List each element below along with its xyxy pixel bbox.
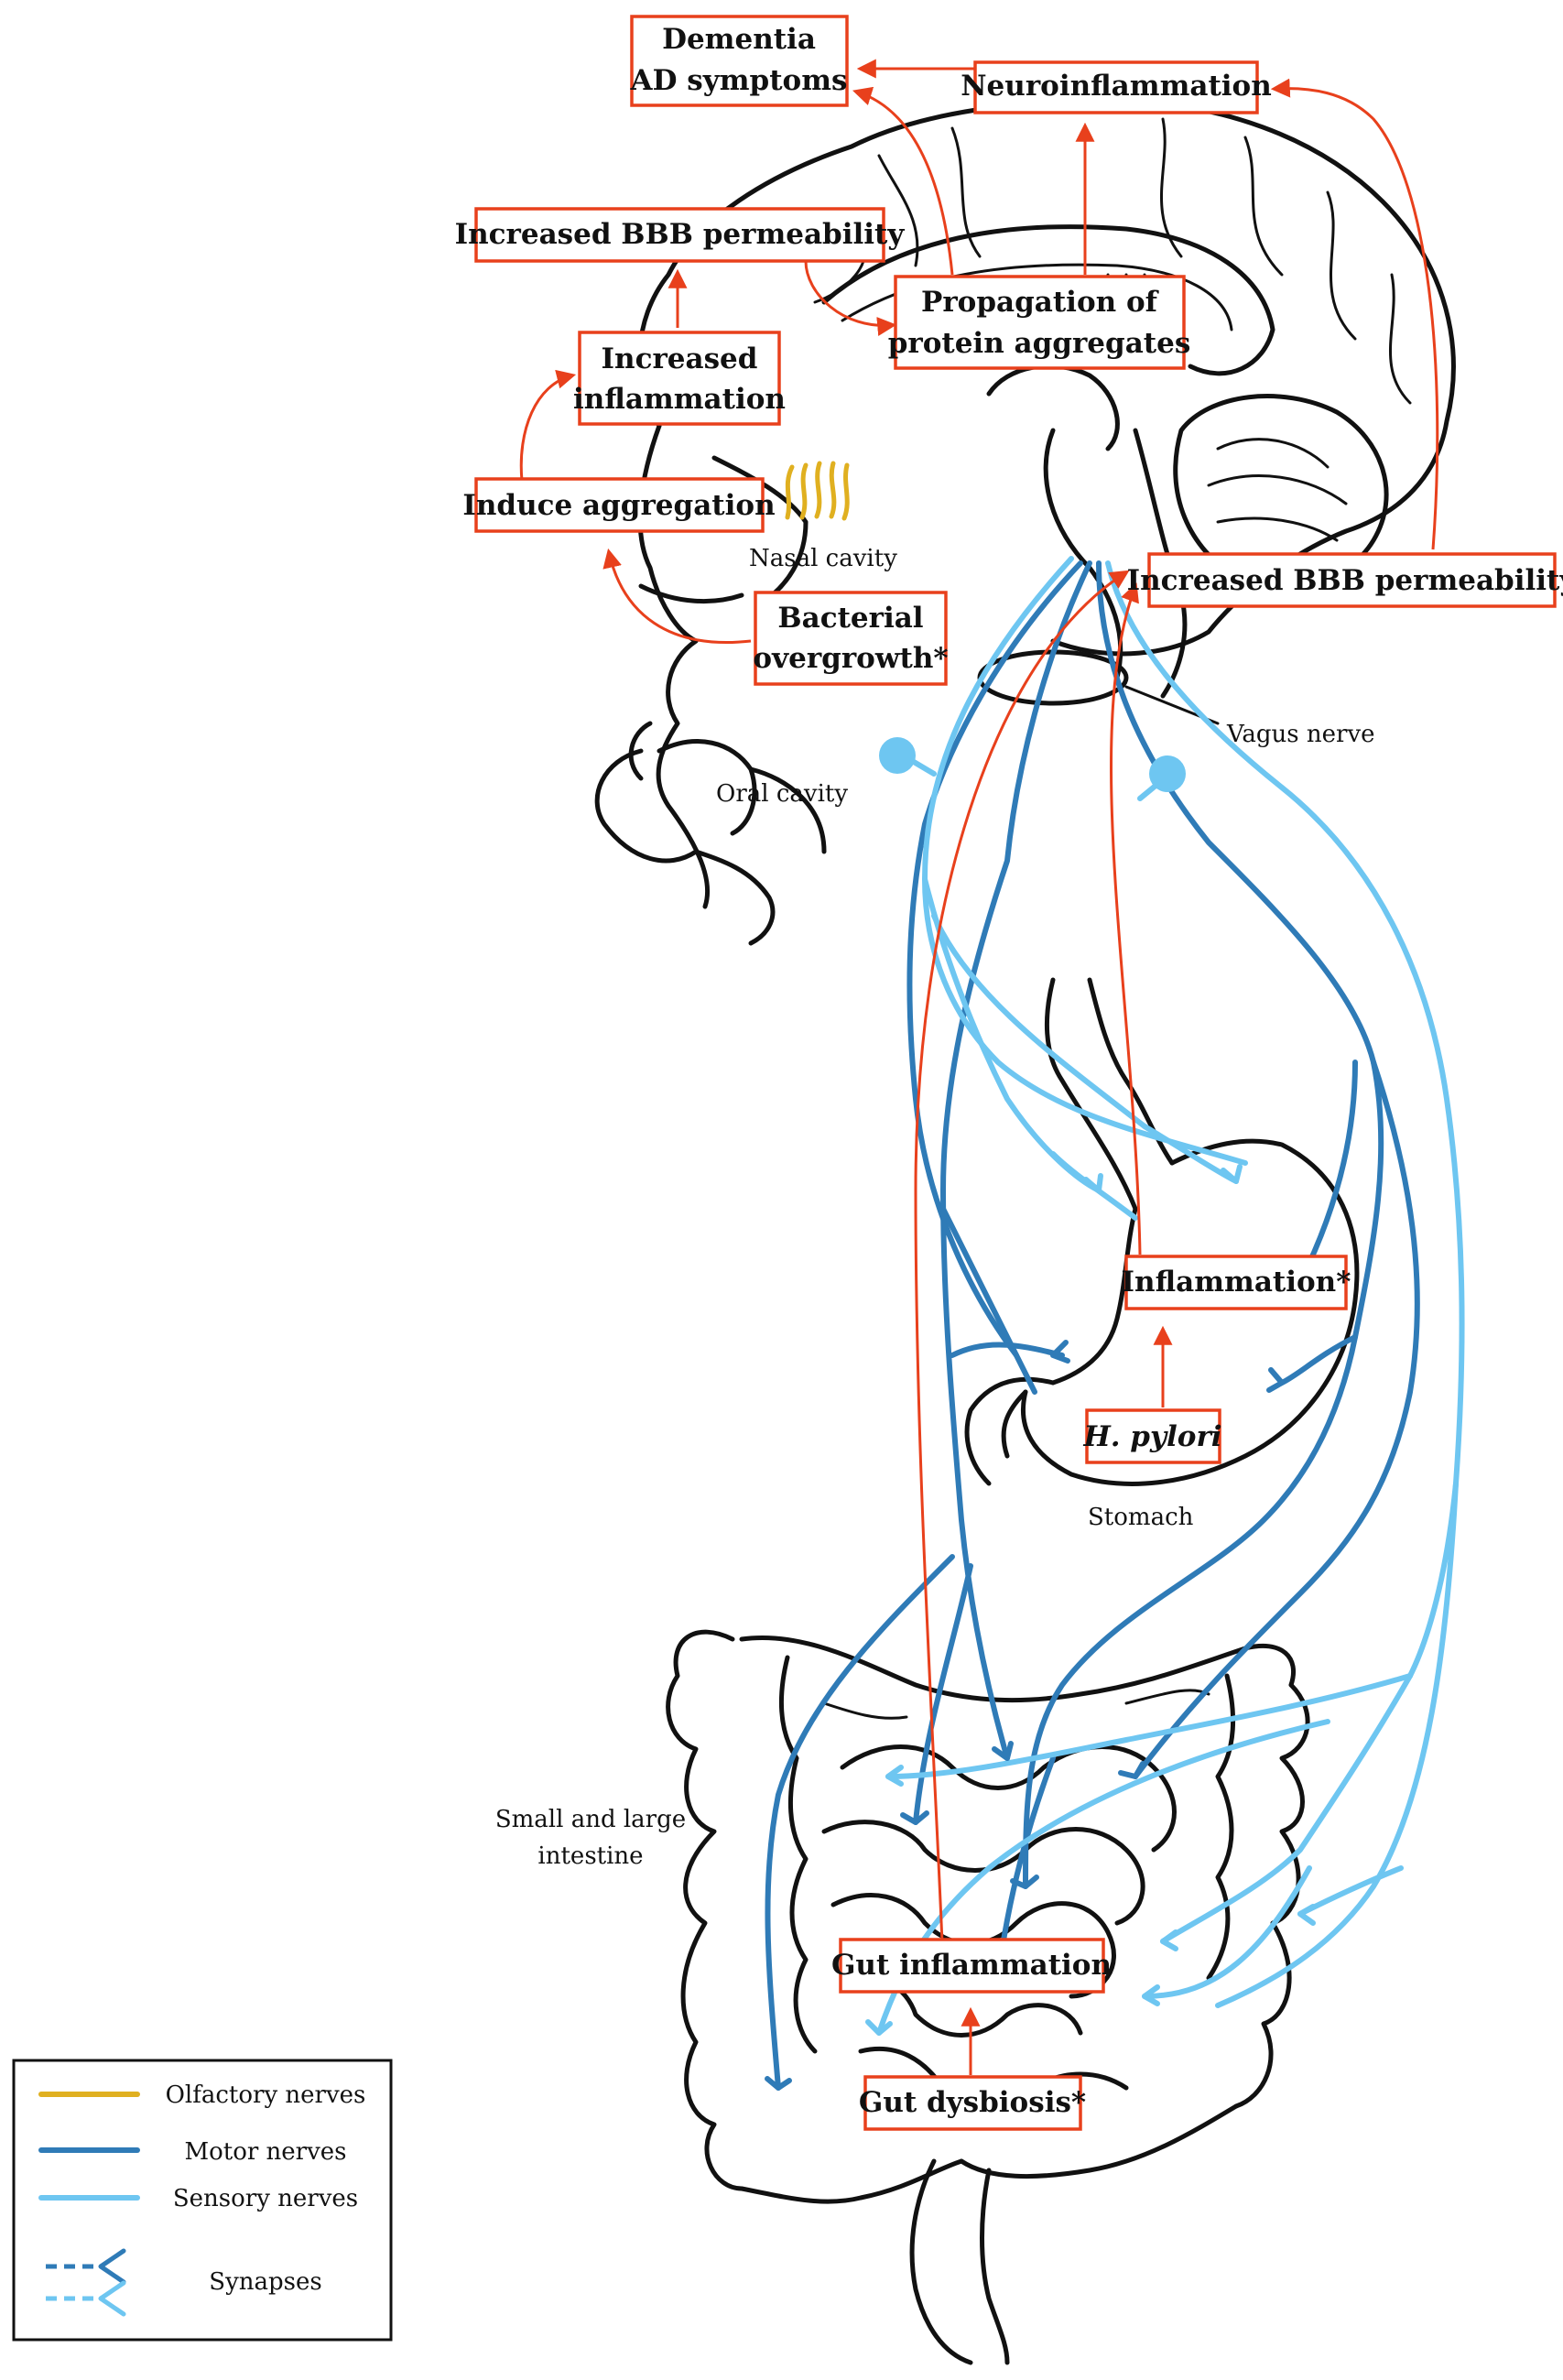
svg-text:inflammation: inflammation <box>573 383 786 416</box>
svg-text:AD symptoms: AD symptoms <box>630 64 848 97</box>
box-inflammation-stomach: Inflammation* <box>1122 1255 1351 1310</box>
svg-text:Increased BBB permeability: Increased BBB permeability <box>1127 564 1563 597</box>
svg-text:Increased BBB permeability: Increased BBB permeability <box>455 218 906 251</box>
legend-olfactory: Olfactory nerves <box>38 2081 366 2109</box>
olfactory-nerves <box>785 461 850 521</box>
legend-synapses: Synapses <box>46 2248 322 2317</box>
svg-text:Increased: Increased <box>602 342 758 375</box>
intestine-outline <box>666 1629 1310 2365</box>
svg-text:Gut dysbiosis*: Gut dysbiosis* <box>859 2086 1086 2119</box>
label-intestine-line1: Small and large <box>495 1806 686 1833</box>
svg-text:Motor nerves: Motor nerves <box>184 2138 346 2166</box>
causal-arrows <box>519 59 1439 2075</box>
motor-nerves <box>765 560 1420 2091</box>
legend-motor: Motor nerves <box>38 2138 347 2166</box>
svg-text:overgrowth*: overgrowth* <box>753 642 948 675</box>
svg-text:Induce aggregation: Induce aggregation <box>462 489 775 522</box>
sensory-ganglion-right <box>1137 755 1186 801</box>
svg-text:Synapses: Synapses <box>209 2268 321 2296</box>
box-bbb-top: Increased BBB permeability <box>455 207 906 263</box>
box-bbb-right: Increased BBB permeability <box>1127 552 1563 608</box>
svg-text:Bacterial: Bacterial <box>777 602 923 635</box>
label-vagus-nerve: Vagus nerve <box>1226 721 1375 748</box>
box-neuroinflammation: Neuroinflammation <box>961 60 1272 114</box>
box-gut-dysbiosis: Gut dysbiosis* <box>859 2075 1086 2131</box>
box-h-pylori: H. pylori <box>1082 1408 1222 1464</box>
legend: Olfactory nerves Motor nerves Sensory ne… <box>12 2059 393 2342</box>
legend-sensory: Sensory nerves <box>38 2185 358 2212</box>
label-intestine-line2: intestine <box>537 1842 643 1870</box>
box-gut-inflammation: Gut inflammation <box>831 1938 1112 1994</box>
svg-text:Inflammation*: Inflammation* <box>1122 1266 1351 1299</box>
svg-text:protein aggregates: protein aggregates <box>888 327 1191 360</box>
sensory-ganglion-left <box>879 737 937 777</box>
label-stomach: Stomach <box>1088 1504 1194 1531</box>
svg-text:Propagation of: Propagation of <box>921 286 1159 319</box>
svg-text:H. pylori: H. pylori <box>1082 1420 1221 1453</box>
box-induce-aggregation: Induce aggregation <box>462 477 776 533</box>
stomach-outline <box>964 977 1360 1486</box>
label-nasal-cavity: Nasal cavity <box>749 545 897 572</box>
label-oral-cavity: Oral cavity <box>716 780 848 808</box>
box-bacterial-overgrowth: Bacterial overgrowth* <box>753 591 949 686</box>
box-increased-inflammation: Increased inflammation <box>573 331 786 426</box>
svg-text:Gut inflammation: Gut inflammation <box>831 1949 1112 1982</box>
svg-text:Sensory nerves: Sensory nerves <box>173 2185 358 2212</box>
svg-text:Olfactory nerves: Olfactory nerves <box>166 2081 366 2109</box>
svg-text:Neuroinflammation: Neuroinflammation <box>961 70 1272 103</box>
box-propagation: Propagation of protein aggregates <box>888 275 1191 370</box>
box-dementia: Dementia AD symptoms <box>630 15 849 107</box>
svg-text:Dementia: Dementia <box>662 23 816 56</box>
